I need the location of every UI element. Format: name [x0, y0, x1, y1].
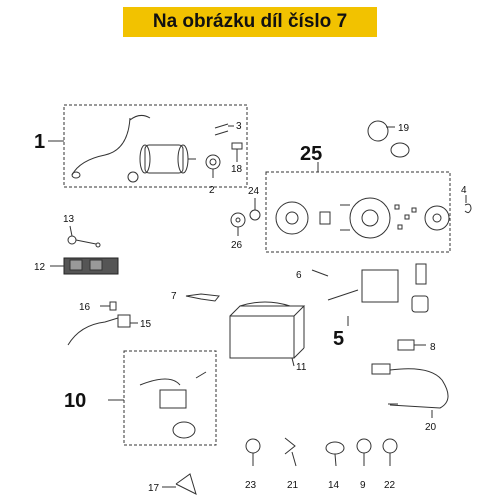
callout-12: 12	[34, 262, 46, 273]
callout-26: 26	[231, 240, 243, 251]
starter-cable-part	[71, 114, 151, 179]
gear-part-2	[205, 154, 221, 170]
bracket-part-7	[185, 293, 220, 302]
clamp-part-14	[325, 441, 345, 467]
callout-25: 25	[300, 143, 322, 165]
clip-part-21	[284, 437, 297, 467]
callout-14: 14	[328, 480, 340, 491]
plug-part-8	[397, 339, 426, 351]
relay-part-13	[67, 235, 101, 248]
callout-13: 13	[63, 214, 75, 225]
callout-4: 4	[461, 185, 467, 196]
callout-18: 18	[231, 164, 243, 175]
flywheel-sprocket-part	[275, 201, 309, 235]
starter-group-box	[63, 104, 248, 188]
callout-7: 7	[171, 291, 177, 302]
strap-part-17	[175, 473, 197, 495]
callout-19: 19	[398, 123, 410, 134]
screws-part-3	[214, 123, 234, 136]
generator-group-box	[265, 171, 451, 253]
rotor-part	[349, 197, 391, 239]
callout-2: 2	[209, 185, 215, 196]
title-text: Na obrázku díl číslo 7	[152, 11, 348, 32]
stator-cover-part	[424, 205, 450, 231]
clip-part-23	[245, 438, 261, 466]
callout-16: 16	[79, 302, 91, 313]
ignition-cap-part-19	[367, 120, 410, 158]
callout-6: 6	[296, 270, 302, 281]
callout-20: 20	[425, 422, 437, 433]
gear-part-26	[230, 212, 246, 228]
washer-part-24	[249, 209, 261, 221]
callout-11: 11	[296, 362, 307, 373]
callout-23: 23	[245, 480, 257, 491]
small-parts-group-25	[319, 204, 417, 231]
sensor-part-15	[67, 314, 131, 346]
callout-10: 10	[64, 390, 86, 412]
callout-8: 8	[430, 342, 436, 353]
pin-part-18	[231, 142, 243, 162]
regulator-group-box	[123, 350, 217, 446]
callout-24: 24	[248, 186, 260, 197]
clamp-part-9	[356, 438, 372, 466]
lock-set-part-5	[327, 263, 429, 313]
clip-part-4	[464, 203, 472, 214]
title-banner: Na obrázku díl číslo 7	[123, 7, 377, 37]
starter-motor-part	[127, 144, 196, 183]
callout-5: 5	[333, 328, 344, 350]
battery-part-11	[229, 301, 306, 359]
bolt-part-16	[100, 301, 117, 311]
callout-17: 17	[148, 483, 160, 494]
callout-3: 3	[236, 121, 242, 132]
callout-15: 15	[140, 319, 152, 330]
cdi-unit-part-12	[63, 257, 119, 275]
wiring-part-20	[371, 363, 449, 409]
callout-21: 21	[287, 480, 299, 491]
clamp-part-22	[382, 438, 398, 466]
callout-22: 22	[384, 480, 396, 491]
screw-part-6	[311, 269, 329, 277]
callout-1: 1	[34, 131, 45, 153]
regulator-part	[139, 371, 207, 439]
callout-9: 9	[360, 480, 366, 491]
